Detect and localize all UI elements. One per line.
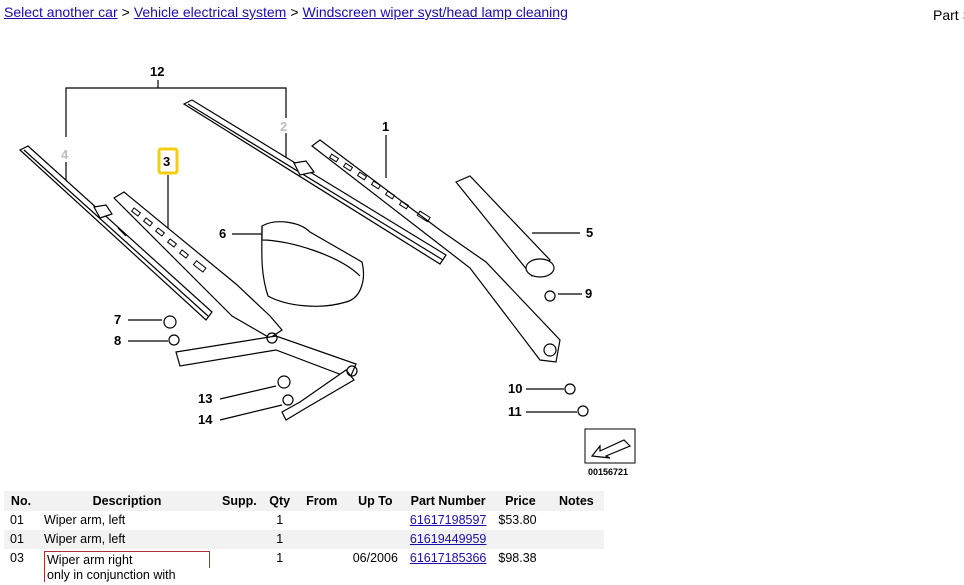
breadcrumb-separator: > bbox=[290, 4, 299, 20]
callout-4[interactable]: 4 bbox=[61, 147, 69, 162]
callout-9[interactable]: 9 bbox=[585, 286, 592, 301]
wiper-arm-cover[interactable] bbox=[455, 175, 555, 278]
cell-qty: 1 bbox=[276, 551, 284, 565]
breadcrumb-electrical-link[interactable]: Vehicle electrical system bbox=[133, 4, 287, 20]
part-number-link[interactable]: 61617198597 bbox=[409, 513, 487, 527]
col-qty: Qty bbox=[262, 491, 297, 511]
description-line1: Wiper arm right bbox=[47, 553, 133, 567]
diagram-id-box: 00156721 bbox=[584, 428, 636, 477]
cell-no: 01 bbox=[10, 513, 24, 527]
hex-nut[interactable] bbox=[168, 334, 180, 346]
cap-nut-lower[interactable] bbox=[277, 375, 291, 389]
cell-qty: 1 bbox=[262, 530, 297, 549]
cell-notes bbox=[548, 530, 605, 549]
callout-6[interactable]: 6 bbox=[219, 226, 226, 241]
part-search-label: Part S bbox=[933, 7, 964, 23]
callout-3[interactable]: 3 bbox=[163, 154, 170, 169]
callout-7[interactable]: 7 bbox=[114, 312, 121, 327]
cell-description: Wiper arm, left bbox=[44, 513, 126, 527]
cell-price bbox=[492, 530, 549, 549]
washer-small[interactable] bbox=[577, 405, 589, 417]
cell-notes bbox=[548, 549, 604, 584]
cell-description: Wiper arm, left bbox=[38, 530, 216, 549]
callout-2[interactable]: 2 bbox=[280, 119, 287, 134]
description-highlight: Wiper arm right bbox=[44, 551, 210, 568]
cell-from bbox=[297, 511, 347, 530]
callout-8[interactable]: 8 bbox=[114, 333, 121, 348]
cell-no: 01 bbox=[4, 530, 38, 549]
col-price: Price bbox=[492, 491, 549, 511]
breadcrumb-wiper-link[interactable]: Windscreen wiper syst/head lamp cleaning bbox=[302, 4, 568, 20]
description-line2: only in conjunction with bbox=[44, 568, 178, 582]
table-header-row: No. Description Supp. Qty From Up To Par… bbox=[4, 491, 605, 511]
cell-upto: 06/2006 bbox=[352, 551, 398, 565]
cell-price: $98.38 bbox=[498, 551, 537, 565]
cap-nut[interactable] bbox=[163, 315, 177, 329]
wiper-arm-right[interactable] bbox=[311, 139, 561, 363]
callout-5[interactable]: 5 bbox=[586, 225, 593, 240]
wiper-blade-left[interactable] bbox=[18, 145, 213, 321]
callout-12[interactable]: 12 bbox=[150, 64, 164, 79]
cell-notes bbox=[548, 511, 604, 530]
diagram-id-label: 00156721 bbox=[588, 467, 628, 477]
col-supp: Supp. bbox=[216, 491, 263, 511]
col-no: No. bbox=[4, 491, 38, 511]
col-notes: Notes bbox=[548, 491, 605, 511]
col-part-number: Part Number bbox=[403, 491, 493, 511]
cell-description: Wiper arm right only in conjunction with bbox=[38, 549, 216, 584]
direction-arrow-icon bbox=[590, 439, 632, 459]
hex-nut-lower[interactable] bbox=[282, 394, 294, 406]
hex-nut-right[interactable] bbox=[544, 290, 556, 302]
wiper-arm-left[interactable] bbox=[113, 191, 283, 339]
col-upto: Up To bbox=[346, 491, 404, 511]
part-number-link[interactable]: 61619449959 bbox=[409, 532, 487, 546]
col-description: Description bbox=[38, 491, 216, 511]
callout-10[interactable]: 10 bbox=[508, 381, 522, 396]
wiper-cap[interactable] bbox=[261, 221, 365, 307]
cell-supp bbox=[216, 511, 263, 530]
cell-qty: 1 bbox=[276, 513, 284, 527]
cell-upto bbox=[347, 511, 404, 530]
washer[interactable] bbox=[564, 383, 576, 395]
table-row: 01 Wiper arm, left 1 61619449959 bbox=[4, 530, 605, 549]
parts-diagram: 12 2 1 4 3 6 5 7 8 9 10 11 13 14 0015672… bbox=[18, 64, 636, 477]
table-row: 03 Wiper arm right only in conjunction w… bbox=[4, 549, 604, 584]
cell-no: 03 bbox=[10, 551, 24, 565]
wiper-linkage[interactable] bbox=[175, 332, 358, 421]
callout-11[interactable]: 11 bbox=[508, 404, 522, 419]
callout-14[interactable]: 14 bbox=[198, 412, 213, 427]
cell-supp bbox=[216, 549, 263, 584]
breadcrumb-separator: > bbox=[121, 4, 130, 20]
breadcrumb: Select another car>Vehicle electrical sy… bbox=[4, 4, 568, 20]
callout-13[interactable]: 13 bbox=[198, 391, 212, 406]
wiper-blade-right[interactable] bbox=[182, 99, 447, 265]
table-row: 01 Wiper arm, left 1 61617198597 $53.80 bbox=[4, 511, 604, 530]
cell-upto bbox=[346, 530, 404, 549]
cell-price: $53.80 bbox=[498, 513, 537, 527]
cell-from bbox=[296, 530, 347, 549]
part-number-link[interactable]: 61617185366 bbox=[409, 551, 487, 565]
callout-1[interactable]: 1 bbox=[382, 119, 389, 134]
cell-from bbox=[297, 549, 347, 584]
col-from: From bbox=[296, 491, 347, 511]
cell-supp bbox=[216, 530, 263, 549]
selected-callout-highlight bbox=[157, 147, 179, 175]
callout-bracket bbox=[65, 87, 287, 137]
parts-table: No. Description Supp. Qty From Up To Par… bbox=[4, 491, 605, 584]
breadcrumb-select-car-link[interactable]: Select another car bbox=[4, 4, 118, 20]
